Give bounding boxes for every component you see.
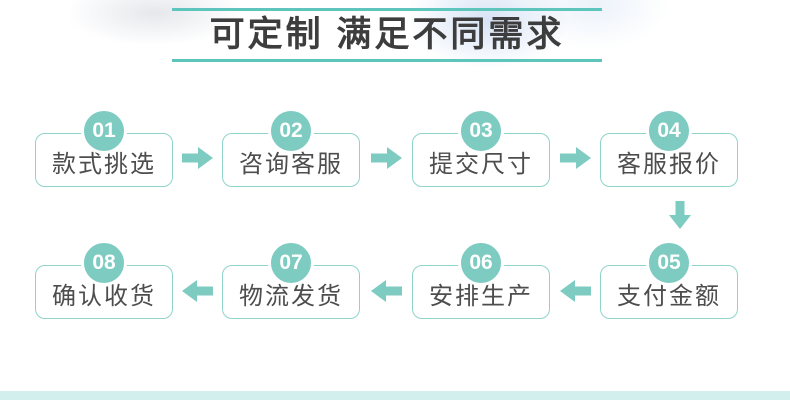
step-label: 物流发货 — [239, 282, 343, 310]
step-number-badge: 01 — [81, 108, 127, 154]
arrow-right-icon — [560, 147, 591, 169]
step-box-03: 03 提交尺寸 — [412, 108, 550, 187]
arrow-down-icon — [669, 201, 691, 229]
arrow-left-icon — [560, 280, 591, 302]
page-title: 可定制 满足不同需求 — [209, 15, 565, 54]
arrow-left-icon — [182, 280, 213, 302]
step-label: 款式挑选 — [52, 150, 156, 178]
step-number-badge: 04 — [646, 108, 692, 154]
step-box-08: 08 确认收货 — [35, 240, 173, 319]
step-number-badge: 07 — [268, 240, 314, 286]
step-label: 提交尺寸 — [429, 150, 533, 178]
step-label: 咨询客服 — [239, 150, 343, 178]
step-number-badge: 02 — [268, 108, 314, 154]
step-number-badge: 08 — [81, 240, 127, 286]
footer-accent-bar — [0, 391, 790, 400]
step-box-04: 04 客服报价 — [600, 108, 738, 187]
title-block: 可定制 满足不同需求 — [172, 8, 602, 62]
step-label: 确认收货 — [52, 282, 156, 310]
step-label: 客服报价 — [617, 150, 721, 178]
step-box-05: 05 支付金额 — [600, 240, 738, 319]
step-number-badge: 03 — [458, 108, 504, 154]
arrow-left-icon — [371, 280, 402, 302]
step-number-badge: 06 — [458, 240, 504, 286]
step-label: 支付金额 — [617, 282, 721, 310]
step-label: 安排生产 — [429, 282, 533, 310]
arrow-right-icon — [182, 147, 213, 169]
arrow-right-icon — [371, 147, 402, 169]
step-box-02: 02 咨询客服 — [222, 108, 360, 187]
step-box-07: 07 物流发货 — [222, 240, 360, 319]
step-number-badge: 05 — [646, 240, 692, 286]
step-box-06: 06 安排生产 — [412, 240, 550, 319]
step-box-01: 01 款式挑选 — [35, 108, 173, 187]
